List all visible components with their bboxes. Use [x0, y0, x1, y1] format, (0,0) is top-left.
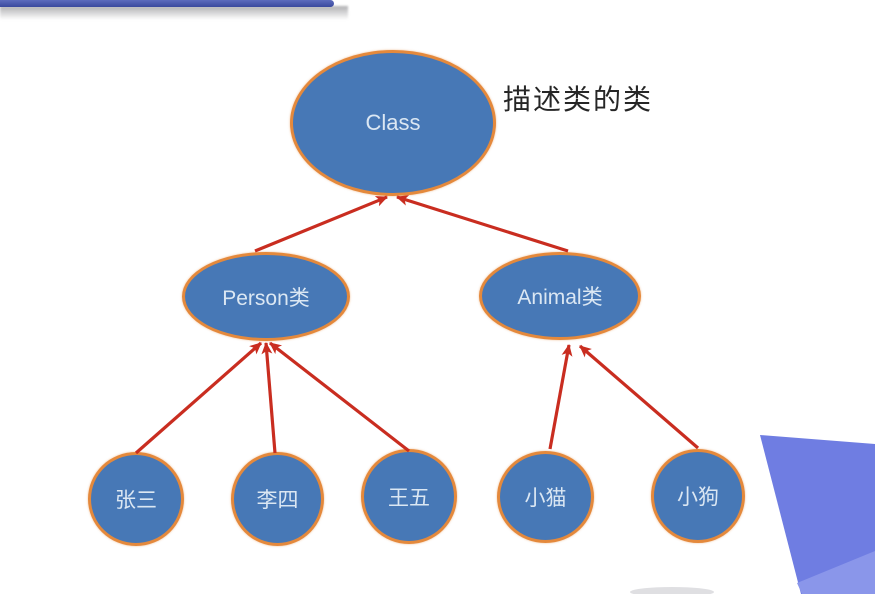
- arrow-animal-to-class: [396, 195, 569, 253]
- node-xiaogou: 小狗: [651, 449, 745, 543]
- corner-wedge-facet: [797, 551, 875, 594]
- arrow-zhangsan-to-person: [134, 341, 263, 455]
- node-zhangsan-label: 张三: [115, 489, 157, 512]
- node-animal-label: Animal类: [517, 286, 603, 309]
- node-person-class: Person类: [182, 252, 350, 341]
- arrow-wangwu-to-person: [269, 341, 410, 453]
- node-wangwu: 王五: [361, 449, 457, 544]
- node-xiaomao: 小猫: [497, 451, 594, 543]
- node-xiaomao-label: 小猫: [524, 487, 567, 510]
- arrow-lisi-to-person: [261, 342, 277, 454]
- arrow-xiaomao-to-animal: [548, 344, 573, 450]
- node-class: Class: [290, 50, 496, 196]
- arrow-xiaogou-to-animal: [578, 344, 700, 450]
- node-lisi: 李四: [231, 452, 324, 546]
- top-accent-bar-shadow: [0, 6, 348, 20]
- node-lisi-label: 李四: [256, 489, 299, 512]
- node-person-label: Person类: [222, 286, 310, 310]
- node-class-label: Class: [365, 110, 421, 135]
- arrow-person-to-class: [254, 195, 388, 253]
- bottom-shadow-smudge: [630, 587, 714, 594]
- top-accent-bar: [0, 0, 334, 7]
- node-wangwu-label: 王五: [388, 486, 430, 510]
- node-animal-class: Animal类: [479, 252, 641, 340]
- corner-wedge-decoration: [760, 435, 875, 594]
- node-xiaogou-label: 小狗: [677, 486, 719, 509]
- annotation-text: 描述类的类: [503, 84, 654, 115]
- node-zhangsan: 张三: [88, 452, 184, 546]
